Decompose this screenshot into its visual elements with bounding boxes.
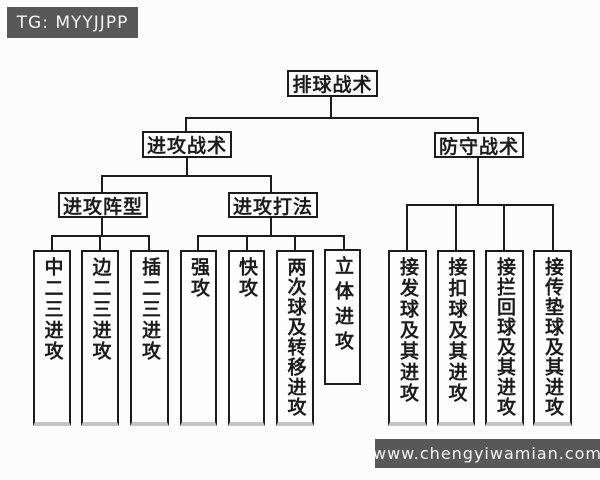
node-formation: 进攻阵型 bbox=[58, 192, 148, 218]
connector-root-bus bbox=[185, 117, 479, 119]
connector-drop-leaf bbox=[503, 204, 505, 250]
connector-playstyle-stem bbox=[270, 217, 272, 236]
leaf-defense-2: 接扣球及其进攻 bbox=[437, 250, 475, 426]
node-root: 排球战术 bbox=[287, 70, 378, 97]
leaf-label: 接传垫球及其进攻 bbox=[542, 257, 564, 417]
connector-defense-bus bbox=[406, 204, 553, 206]
leaf-label: 快攻 bbox=[236, 257, 258, 299]
leaf-label: 立体进攻 bbox=[332, 256, 354, 356]
connector-drop-leaf bbox=[552, 204, 554, 250]
leaf-label: 边二三进攻 bbox=[89, 257, 112, 362]
connector-drop-defense bbox=[477, 117, 479, 133]
connector-drop-leaf bbox=[246, 235, 248, 250]
leaf-formation-2: 边二三进攻 bbox=[81, 250, 119, 426]
leaf-formation-1: 中二三进攻 bbox=[33, 250, 71, 426]
connector-drop-offense bbox=[185, 117, 187, 132]
leaf-defense-4: 接传垫球及其进攻 bbox=[533, 250, 572, 426]
connector-drop-playstyle bbox=[270, 175, 272, 192]
connector-root-stem bbox=[330, 96, 332, 117]
leaf-label: 强攻 bbox=[188, 257, 210, 299]
leaf-playstyle-3: 两次球及转移进攻 bbox=[276, 250, 314, 426]
leaf-label: 两次球及转移进攻 bbox=[284, 257, 307, 417]
leaf-formation-3: 插二三进攻 bbox=[130, 250, 169, 426]
tg-badge: TG: MYYJJPP bbox=[7, 7, 138, 38]
connector-drop-leaf bbox=[99, 235, 101, 250]
connector-drop-leaf bbox=[51, 235, 53, 250]
connector-playstyle-bus bbox=[197, 235, 345, 237]
connector-drop-leaf bbox=[197, 235, 199, 250]
connector-formation-stem bbox=[101, 217, 103, 236]
connector-drop-leaf bbox=[343, 235, 345, 249]
leaf-defense-3: 接拦回球及其进攻 bbox=[485, 250, 524, 426]
connector-drop-leaf bbox=[455, 204, 457, 250]
connector-drop-leaf bbox=[148, 235, 150, 250]
leaf-label: 接拦回球及其进攻 bbox=[494, 257, 516, 417]
node-defense: 防守战术 bbox=[434, 132, 524, 158]
node-playstyle: 进攻打法 bbox=[228, 192, 318, 218]
connector-drop-leaf bbox=[294, 235, 296, 250]
leaf-playstyle-1: 强攻 bbox=[180, 250, 217, 426]
leaf-label: 中二三进攻 bbox=[41, 257, 64, 362]
node-offense: 进攻战术 bbox=[142, 131, 232, 158]
leaf-label: 插二三进攻 bbox=[139, 257, 161, 362]
connector-defense-stem bbox=[477, 157, 479, 205]
leaf-label: 接发球及其进攻 bbox=[397, 257, 419, 404]
connector-drop-leaf bbox=[406, 204, 408, 250]
watermark: www.chengyiwamian.com bbox=[373, 439, 600, 468]
leaf-playstyle-4: 立体进攻 bbox=[324, 249, 361, 385]
connector-drop-formation bbox=[101, 175, 103, 192]
connector-offense-bus bbox=[101, 175, 272, 177]
leaf-label: 接扣球及其进攻 bbox=[445, 257, 468, 404]
connector-offense-stem bbox=[186, 157, 188, 177]
leaf-playstyle-2: 快攻 bbox=[228, 250, 265, 426]
leaf-defense-1: 接发球及其进攻 bbox=[388, 250, 427, 426]
